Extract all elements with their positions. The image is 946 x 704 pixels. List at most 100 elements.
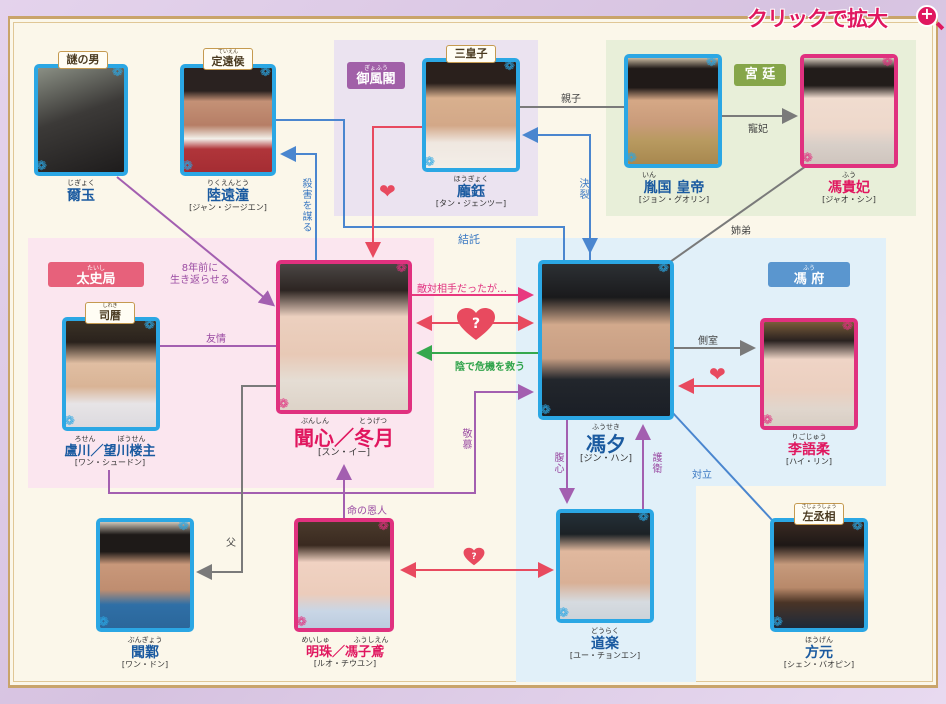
group-tag-ruby: たいし — [86, 265, 105, 272]
name-ruby: ほうぎょく — [453, 175, 489, 183]
actor-name: [ジン・ハン] — [579, 454, 633, 464]
label-yomigaeri-2: 生き返らせる — [170, 275, 230, 286]
character-name-fuseki: ふうせき 馮夕 [ジン・ハン] — [566, 423, 646, 465]
name-text: 聞鄴 — [131, 645, 159, 661]
character-card-douraku[interactable]: ❁❁ — [556, 509, 654, 623]
actor-name: [ワン・シュードン] — [74, 458, 146, 468]
group-tag-kyutei: 宮 廷 — [734, 64, 786, 86]
name-ruby: りごじゅう — [791, 433, 827, 441]
heart-question-icon: ? — [463, 547, 485, 566]
label-ketsutaku: 結託 — [458, 233, 480, 246]
label-onjin: 命の恩人 — [347, 506, 387, 517]
wave-ornament-icon: ❁ — [842, 319, 853, 334]
label-sokushitsu: 側室 — [698, 336, 718, 347]
character-card-rosen[interactable]: ❁❁ — [62, 317, 160, 431]
wave-ornament-icon: ❁ — [540, 403, 551, 418]
wave-ornament-icon: ❁ — [424, 155, 435, 170]
portrait-hougen — [774, 522, 864, 628]
actor-name: [ルオ・チウユン] — [313, 659, 377, 669]
wave-ornament-icon: ❁ — [658, 261, 669, 276]
portrait-bungyou — [100, 522, 190, 628]
character-card-meishu[interactable]: ❁❁ — [294, 518, 394, 632]
heart-question-mark: ? — [471, 552, 476, 562]
group-tag-label: 太史局 — [76, 272, 116, 287]
role-badge: ていえん定遠侯 — [203, 48, 253, 70]
character-card-fuseki[interactable]: ❁❁ — [538, 260, 674, 420]
character-name-meishu: めいしゅふうしえん 明珠／馮子鳶 [ルオ・チウユン] — [284, 636, 406, 669]
character-card-hougyoku[interactable]: ❁❁ — [422, 58, 520, 172]
name-ruby-1: ろせん — [74, 435, 96, 443]
name-ruby: ぶんぎょう — [127, 636, 163, 644]
group-tag-label: 馮 府 — [793, 272, 825, 287]
name-ruby-2: とうげつ — [359, 417, 387, 425]
character-card-emperor[interactable]: ❁❁ — [624, 54, 722, 168]
label-keibo: 敬慕 — [460, 428, 471, 450]
character-card-fukihi[interactable]: ❁❁ — [800, 54, 898, 168]
name-ruby: いん — [642, 171, 656, 179]
label-yomigaeri-1: 8年前に — [181, 263, 219, 274]
name-text: 馮貴妃 — [828, 180, 870, 196]
wave-ornament-icon: ❁ — [706, 55, 717, 70]
name-ruby-1: ぶんしん — [301, 417, 329, 425]
label-oyako: 親子 — [561, 94, 581, 105]
role-text: 司暦 — [99, 309, 121, 322]
character-name-rosen: ろせんぼうせん 盧川／望川楼主 [ワン・シュードン] — [50, 435, 170, 468]
actor-name: [シェン・バオピン] — [783, 660, 855, 670]
name-text: 聞心／冬月 — [294, 426, 394, 450]
name-ruby: ろせんぼうせん — [50, 435, 170, 445]
name-text: 馮夕 — [586, 432, 626, 456]
label-chichi: 父 — [226, 538, 236, 549]
role-ruby: さじょうしょう — [801, 504, 837, 510]
character-card-bungyou[interactable]: ❁❁ — [96, 518, 194, 632]
line-chichi — [196, 385, 276, 580]
heart-icon: ❤ — [709, 362, 726, 386]
character-card-rigojuu[interactable]: ❁❁ — [760, 318, 858, 430]
name-text: 爾玉 — [67, 188, 95, 204]
actor-name: [スン・イー] — [317, 448, 371, 458]
actor-name: [ジャオ・シン] — [822, 195, 876, 205]
character-card-rikuentou[interactable]: ❁❁ — [180, 64, 276, 176]
zoom-label[interactable]: クリックで拡大 — [747, 7, 888, 31]
line-ketsutaku — [276, 119, 565, 262]
character-card-bunshin[interactable]: ❁❁ — [276, 260, 412, 414]
wave-ornament-icon: ❁ — [182, 159, 193, 174]
name-ruby: ふう — [842, 171, 856, 179]
heart-icon: ❤ — [379, 179, 396, 203]
label-shitei: 姉弟 — [731, 226, 751, 237]
role-badge: 三皇子 — [446, 45, 496, 63]
role-badge: さじょうしょう左丞相 — [794, 503, 844, 525]
role-text: 定遠侯 — [211, 55, 245, 68]
label-yomigaeri: 8年前に生き返らせる — [170, 263, 230, 287]
character-card-hougen[interactable]: ❁❁ — [770, 518, 868, 632]
group-tag-taishi: たいし太史局 — [48, 262, 144, 287]
label-chouhi: 寵妃 — [748, 124, 768, 135]
portrait-douraku — [560, 513, 650, 619]
label-satsugai: 殺害を謀る — [300, 178, 311, 233]
character-name-rigojuu: りごじゅう 李語柔 [ハイ・リン] — [760, 433, 858, 467]
name-ruby-1: めいしゅ — [301, 636, 330, 644]
group-tag-gofu: ぎょふう御風閣 — [347, 62, 405, 89]
name-ruby: じぎょく — [67, 179, 95, 187]
character-name-jigyoku: じぎょく 爾玉 — [50, 179, 112, 204]
wave-ornament-icon: ❁ — [98, 615, 109, 630]
label-kage: 陰で危機を救う — [455, 362, 525, 373]
name-text: 胤国 皇帝 — [643, 180, 705, 196]
magnify-plus-icon[interactable] — [916, 4, 938, 27]
name-ruby: ぶんしん とうげつ — [266, 417, 422, 427]
actor-name: [ハイ・リン] — [785, 457, 833, 467]
heart-question-icon: ? — [457, 308, 495, 340]
wave-ornament-icon: ❁ — [64, 414, 75, 429]
heart-question-mark: ? — [472, 316, 480, 332]
wave-ornament-icon: ❁ — [378, 519, 389, 534]
character-card-jigyoku[interactable]: ❁❁ — [34, 64, 128, 176]
name-text: 道楽 — [591, 636, 619, 652]
line-satsugai — [280, 146, 317, 262]
wave-ornament-icon: ❁ — [626, 151, 637, 166]
portrait-jigyoku — [38, 68, 124, 172]
name-text: 方元 — [805, 645, 833, 661]
label-fukushin: 腹心 — [552, 452, 563, 474]
portrait-bunshin — [280, 264, 408, 410]
character-name-hougen: ほうげん 方元 [シェン・バオピン] — [764, 636, 874, 670]
wave-ornament-icon: ❁ — [144, 318, 155, 333]
